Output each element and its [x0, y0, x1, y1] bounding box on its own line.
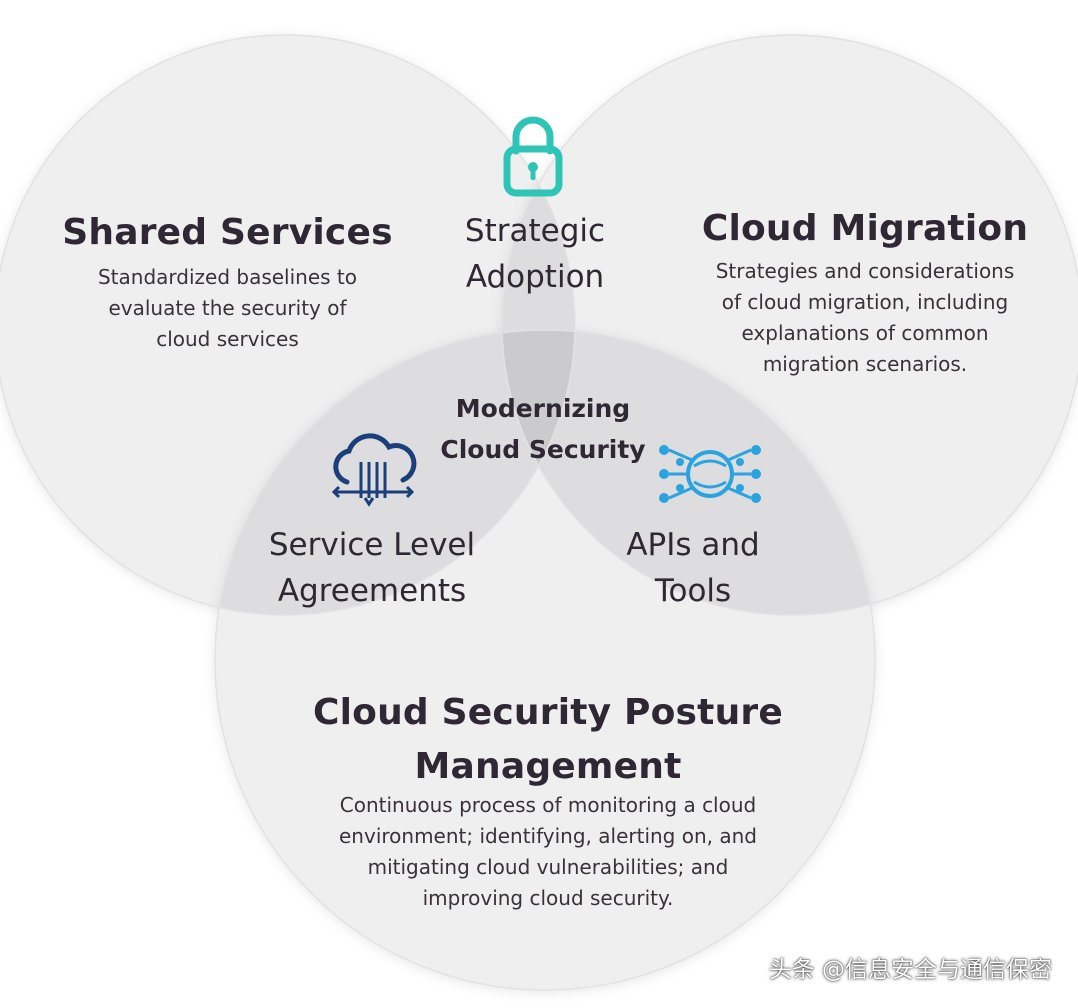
desc-line: Strategies and considerations: [715, 259, 1015, 283]
desc-line: mitigating cloud vulnerabilities; and: [367, 855, 729, 879]
cspm-title: Cloud Security Posture Management: [298, 686, 798, 794]
watermark: 头条 @信息安全与通信保密: [768, 957, 1052, 983]
title-line: Management: [414, 746, 682, 787]
label-line: Modernizing: [455, 394, 631, 423]
service-level-agreements-label: Service Level Agreements: [250, 522, 494, 614]
label-line: Agreements: [277, 573, 467, 609]
cspm-description: Continuous process of monitoring a cloud…: [298, 790, 798, 914]
center-label: Modernizing Cloud Security: [423, 388, 663, 470]
apis-and-tools-label: APIs and Tools: [603, 522, 783, 614]
desc-line: Continuous process of monitoring a cloud: [339, 793, 757, 817]
title-line: Cloud Security Posture: [313, 692, 783, 733]
shared-services-description: Standardized baselines to evaluate the s…: [60, 262, 395, 355]
label-line: Adoption: [465, 259, 605, 295]
strategic-adoption-label: Strategic Adoption: [435, 208, 635, 300]
label-line: Tools: [654, 573, 732, 609]
lock-icon: [503, 116, 563, 197]
desc-line: migration scenarios.: [762, 352, 968, 376]
cloud-migration-description: Strategies and considerations of cloud m…: [685, 256, 1045, 380]
cloud-migration-title: Cloud Migration: [701, 208, 1029, 249]
desc-line: Standardized baselines to: [97, 265, 358, 289]
cloud-network-icon: [331, 433, 417, 507]
desc-line: improving cloud security.: [422, 886, 674, 910]
label-line: Cloud Security: [440, 435, 646, 464]
label-line: Strategic: [464, 213, 606, 249]
desc-line: cloud services: [156, 327, 299, 351]
shared-services-title: Shared Services: [62, 212, 393, 253]
overlap-service-level: [215, 330, 575, 615]
desc-line: evaluate the security of: [108, 296, 347, 320]
desc-line: environment; identifying, alerting on, a…: [339, 824, 757, 848]
desc-line: explanations of common: [741, 321, 989, 345]
api-network-icon: [659, 445, 761, 503]
desc-line: of cloud migration, including: [721, 290, 1009, 314]
label-line: APIs and: [626, 527, 760, 563]
label-line: Service Level: [268, 527, 476, 563]
